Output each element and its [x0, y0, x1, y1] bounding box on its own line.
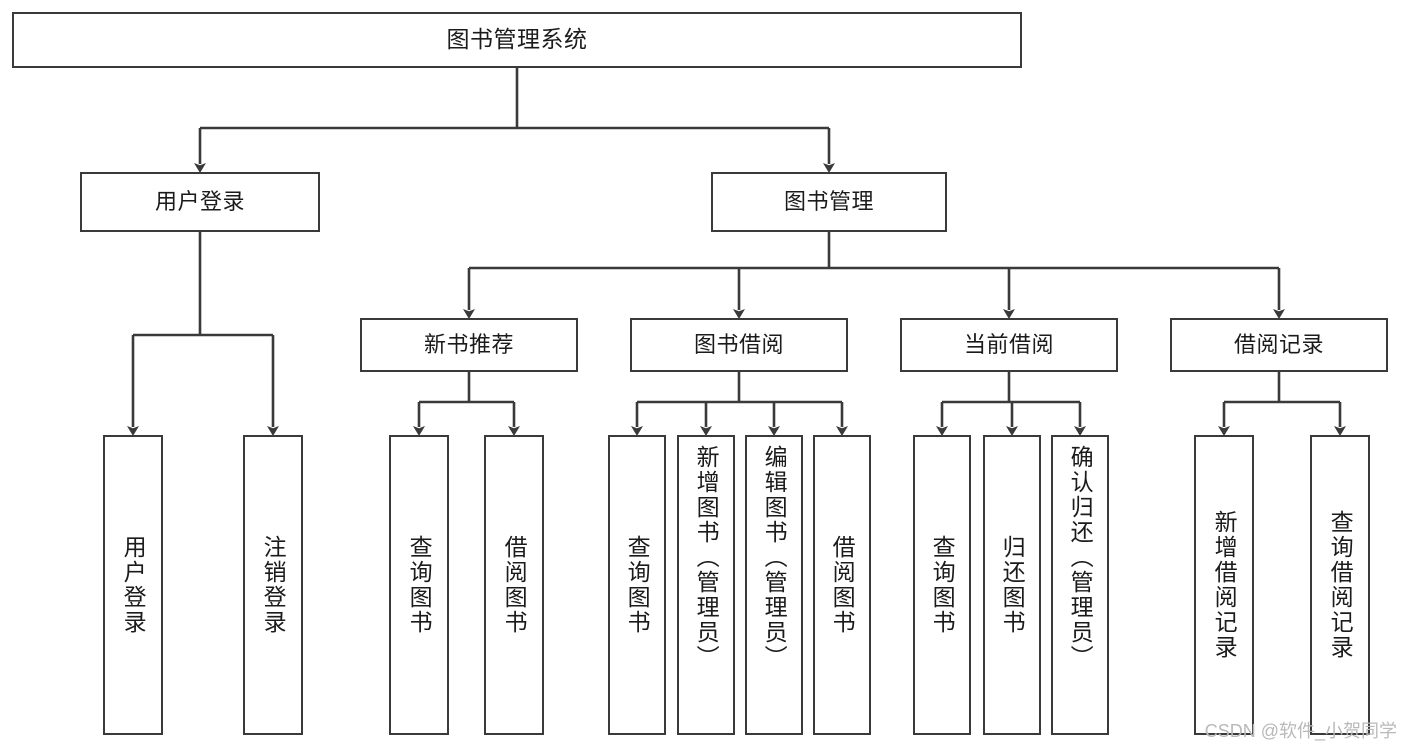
node-current-borrow-label: 当前借阅 — [963, 332, 1054, 358]
node-leaf-edit-book[interactable]: 编辑图书（管理员） — [745, 435, 803, 735]
node-leaf-confirm-return[interactable]: 确认归还（管理员） — [1051, 435, 1109, 735]
csdn-watermark: CSDN @软件_小贺同学 — [1204, 721, 1397, 741]
node-leaf-add-record[interactable]: 新增借阅记录 — [1194, 435, 1254, 735]
node-leaf-return-book-label: 归还图书 — [999, 535, 1026, 635]
node-leaf-user-login[interactable]: 用户登录 — [103, 435, 163, 735]
node-leaf-borrow-book-1[interactable]: 借阅图书 — [484, 435, 544, 735]
node-book-borrow-label: 图书借阅 — [693, 332, 784, 358]
node-leaf-user-logout-label: 注销登录 — [260, 535, 287, 635]
node-leaf-query-book-1[interactable]: 查询图书 — [389, 435, 449, 735]
node-leaf-query-book-2-label: 查询图书 — [624, 535, 651, 635]
node-user-login-label: 用户登录 — [154, 189, 245, 215]
node-borrow-record[interactable]: 借阅记录 — [1170, 318, 1388, 372]
node-leaf-query-book-2[interactable]: 查询图书 — [608, 435, 666, 735]
node-new-book-rec-label: 新书推荐 — [423, 332, 514, 358]
node-leaf-query-book-3[interactable]: 查询图书 — [913, 435, 971, 735]
node-book-borrow[interactable]: 图书借阅 — [630, 318, 848, 372]
node-user-login[interactable]: 用户登录 — [80, 172, 320, 232]
node-root-label: 图书管理系统 — [446, 26, 588, 53]
node-leaf-add-book-label: 新增图书（管理员） — [693, 445, 720, 670]
node-leaf-add-record-label: 新增借阅记录 — [1211, 510, 1238, 660]
node-book-manage[interactable]: 图书管理 — [711, 172, 947, 232]
node-root[interactable]: 图书管理系统 — [12, 12, 1022, 68]
node-new-book-rec[interactable]: 新书推荐 — [360, 318, 578, 372]
node-leaf-return-book[interactable]: 归还图书 — [983, 435, 1041, 735]
node-leaf-borrow-book-2[interactable]: 借阅图书 — [813, 435, 871, 735]
node-leaf-query-book-3-label: 查询图书 — [929, 535, 956, 635]
node-leaf-user-login-label: 用户登录 — [120, 535, 147, 635]
node-current-borrow[interactable]: 当前借阅 — [900, 318, 1118, 372]
node-leaf-query-book-1-label: 查询图书 — [406, 535, 433, 635]
node-borrow-record-label: 借阅记录 — [1233, 332, 1324, 358]
node-leaf-user-logout[interactable]: 注销登录 — [243, 435, 303, 735]
node-book-manage-label: 图书管理 — [783, 189, 874, 215]
node-leaf-add-book[interactable]: 新增图书（管理员） — [677, 435, 735, 735]
node-leaf-confirm-return-label: 确认归还（管理员） — [1067, 445, 1094, 670]
node-leaf-borrow-book-2-label: 借阅图书 — [829, 535, 856, 635]
node-leaf-query-record[interactable]: 查询借阅记录 — [1310, 435, 1370, 735]
node-leaf-borrow-book-1-label: 借阅图书 — [501, 535, 528, 635]
node-leaf-query-record-label: 查询借阅记录 — [1327, 510, 1354, 660]
node-leaf-edit-book-label: 编辑图书（管理员） — [761, 445, 788, 670]
